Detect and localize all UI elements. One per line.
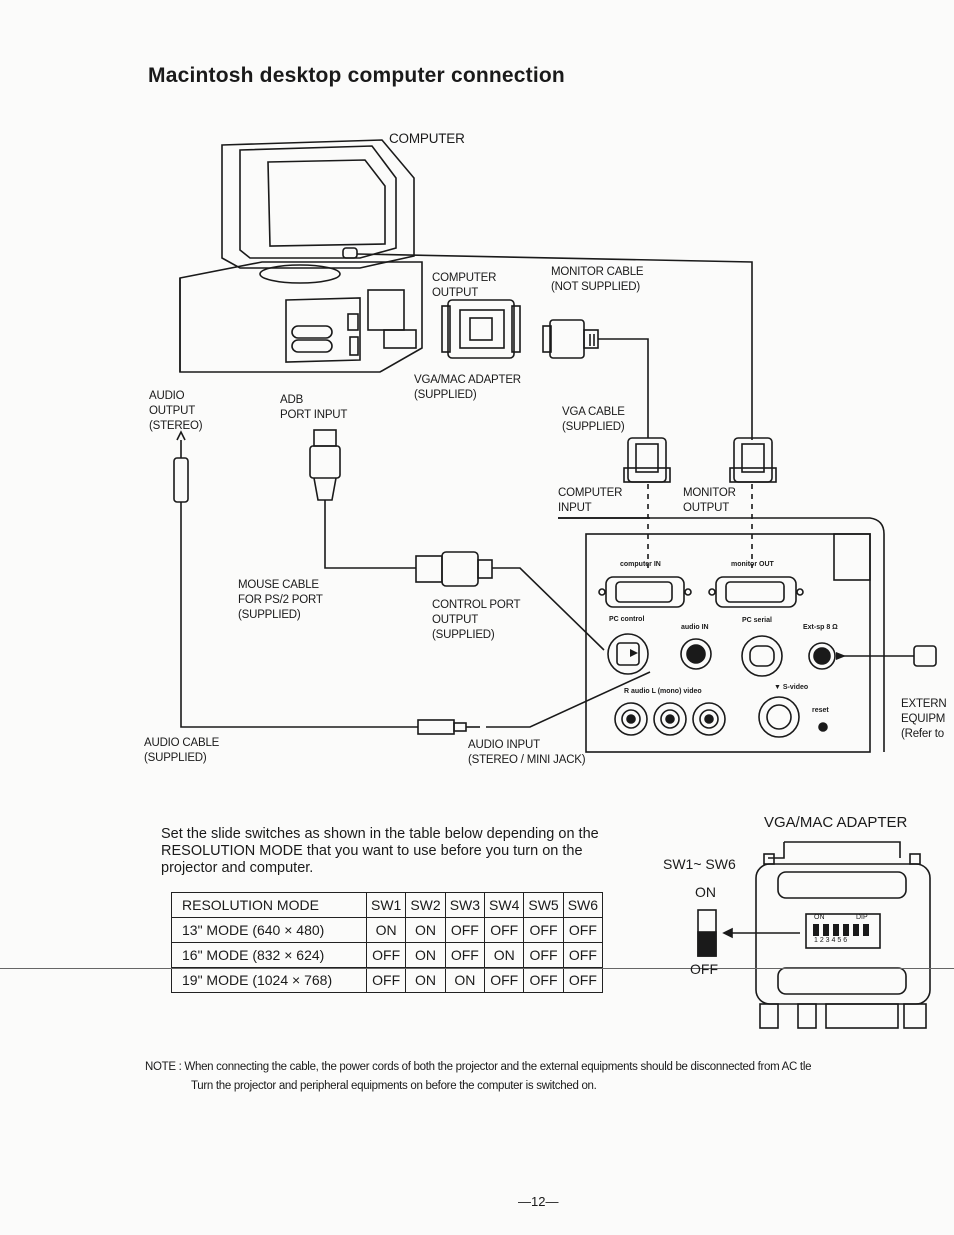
- table-cell: OFF: [365, 967, 407, 993]
- table-cell: OFF: [484, 917, 525, 943]
- label-mouse-cable: MOUSE CABLE FOR PS/2 PORT (SUPPLIED): [238, 579, 323, 621]
- label-vga-cable: VGA CABLE (SUPPLIED): [562, 406, 625, 433]
- switch-range-label: SW1~ SW6: [663, 856, 736, 872]
- table-cell: ON: [405, 967, 446, 993]
- panel-computer-in: computer IN: [620, 561, 661, 568]
- panel-pc-control: PC control: [609, 616, 645, 623]
- table-row: 16" MODE (832 × 624) OFF ON OFF ON OFF O…: [171, 942, 604, 968]
- table-cell: ON: [405, 917, 446, 943]
- adapter-detail-illustration: [697, 841, 931, 1029]
- label-audio-output: AUDIO OUTPUT (STEREO): [149, 390, 203, 432]
- dip-numbers: 1 2 3 4 5 6: [814, 937, 848, 944]
- label-adb-port: ADB PORT INPUT: [280, 394, 348, 421]
- audio-output-plug: [173, 430, 189, 503]
- monitor-output-plug: [729, 437, 777, 483]
- computer-base-illustration: [179, 261, 423, 373]
- dip-label: DIP: [856, 914, 868, 921]
- computer-input-plug: [623, 437, 671, 483]
- table-header: SW5: [523, 892, 564, 918]
- panel-ext-sp: Ext-sp 8 Ω: [803, 624, 838, 631]
- table-cell: ON: [484, 942, 525, 968]
- table-header: SW3: [444, 892, 486, 918]
- table-cell: ON: [405, 942, 446, 968]
- label-computer: COMPUTER: [389, 131, 465, 146]
- page-title: Macintosh desktop computer connection: [148, 64, 565, 87]
- table-cell: OFF: [562, 942, 604, 968]
- label-computer-input: COMPUTER INPUT: [558, 487, 623, 514]
- adb-plug: [309, 429, 341, 501]
- label-external-equipment: EXTERN EQUIPM (Refer to: [901, 698, 947, 740]
- audio-mini-plug: [417, 719, 480, 735]
- label-computer-output: COMPUTER OUTPUT: [432, 272, 497, 299]
- control-port-plug: [415, 551, 493, 587]
- table-cell: 13" MODE (640 × 480): [171, 917, 367, 943]
- adapter-title: VGA/MAC ADAPTER: [764, 814, 908, 831]
- table-cell: OFF: [562, 917, 604, 943]
- panel-audio-video-row: R audio L (mono) video: [624, 688, 702, 695]
- page-number: —12—: [518, 1194, 559, 1209]
- panel-audio-in: audio IN: [681, 624, 709, 631]
- table-cell: OFF: [444, 942, 486, 968]
- table-row: 13" MODE (640 × 480) ON ON OFF OFF OFF O…: [171, 917, 604, 943]
- table-cell: OFF: [444, 917, 486, 943]
- label-audio-cable: AUDIO CABLE (SUPPLIED): [144, 737, 220, 764]
- table-cell: OFF: [365, 942, 407, 968]
- table-cell: 16" MODE (832 × 624): [171, 942, 367, 968]
- label-audio-input: AUDIO INPUT (STEREO / MINI JACK): [468, 739, 586, 766]
- table-cell: 19" MODE (1024 × 768): [171, 967, 367, 993]
- table-header-row: RESOLUTION MODE SW1 SW2 SW3 SW4 SW5 SW6: [171, 892, 604, 918]
- dip-on-label: ON: [814, 914, 825, 921]
- label-monitor-cable: MONITOR CABLE (NOT SUPPLIED): [551, 266, 644, 293]
- scan-divider-line: [0, 968, 954, 969]
- panel-pc-serial: PC serial: [742, 617, 772, 624]
- panel-monitor-out: monitor OUT: [731, 561, 774, 568]
- resolution-table: RESOLUTION MODE SW1 SW2 SW3 SW4 SW5 SW6 …: [171, 892, 604, 993]
- vga-mac-adapter-illustration: [441, 299, 521, 359]
- panel-reset: reset: [812, 707, 829, 714]
- table-header: SW4: [484, 892, 525, 918]
- table-cell: ON: [365, 917, 407, 943]
- projector-illustration: [558, 517, 885, 753]
- label-vga-mac-adapter: VGA/MAC ADAPTER (SUPPLIED): [414, 374, 521, 401]
- instructions-text: Set the slide switches as shown in the t…: [161, 826, 599, 876]
- table-cell: OFF: [523, 942, 564, 968]
- table-row: 19" MODE (1024 × 768) OFF ON ON OFF OFF …: [171, 967, 604, 993]
- note-text: NOTE : When connecting the cable, the po…: [145, 1058, 945, 1096]
- table-cell: OFF: [523, 917, 564, 943]
- table-header: SW2: [405, 892, 446, 918]
- table-cell: OFF: [562, 967, 604, 993]
- switch-off-label: OFF: [690, 961, 718, 977]
- table-cell: ON: [444, 967, 486, 993]
- table-cell: OFF: [484, 967, 525, 993]
- table-header: SW6: [562, 892, 604, 918]
- table-cell: OFF: [523, 967, 564, 993]
- table-header: RESOLUTION MODE: [171, 892, 367, 918]
- note-line-2: Turn the projector and peripheral equipm…: [191, 1080, 597, 1092]
- panel-s-video: ▼ S-video: [774, 684, 809, 691]
- vga-cable-plug: [542, 319, 599, 359]
- label-monitor-output: MONITOR OUTPUT: [683, 487, 736, 514]
- switch-on-label: ON: [695, 884, 716, 900]
- label-control-port: CONTROL PORT OUTPUT (SUPPLIED): [432, 599, 521, 641]
- table-header: SW1: [365, 892, 407, 918]
- note-line-1: NOTE : When connecting the cable, the po…: [145, 1061, 812, 1073]
